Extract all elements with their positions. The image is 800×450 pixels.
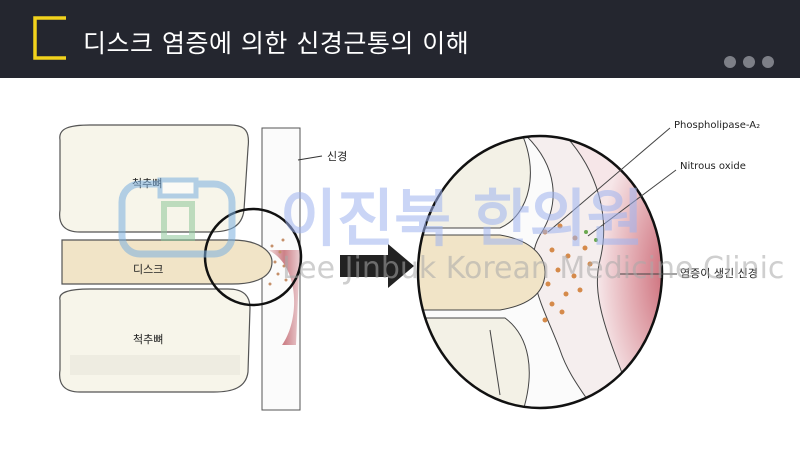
disc-inflammation-diagram: 신경 척추뼈 디스크 척추뼈 — [59, 120, 784, 411]
label-nerve: 신경 — [327, 150, 347, 163]
clinic-watermark: 이진북 한의원 Lee Jinbuk Korean Medicine Clini… — [118, 177, 784, 286]
label-vertebra-bottom: 척추뼈 — [133, 333, 163, 346]
magnified-circle — [416, 134, 664, 410]
watermark-korean: 이진북 한의원 — [280, 182, 644, 255]
watermark-english: Lee Jinbuk Korean Medicine Clinic — [282, 251, 784, 286]
title-bracket-icon — [33, 16, 66, 60]
spine-illustration — [59, 124, 323, 411]
clinic-logo-icon — [118, 177, 236, 258]
label-disc: 디스크 — [133, 263, 163, 276]
header-bar: 디스크 염증에 의한 신경근통의 이해 — [0, 0, 800, 78]
more-options-icon[interactable] — [724, 56, 784, 68]
page-title: 디스크 염증에 의한 신경근통의 이해 — [83, 29, 470, 58]
label-phospholipase: Phospholipase-A₂ — [674, 120, 760, 131]
label-nitrous-oxide: Nitrous oxide — [680, 161, 746, 172]
right-arrow-icon — [340, 244, 414, 288]
disc-shape — [61, 239, 273, 285]
label-inflamed-nerve: 염증이 생긴 신경 — [680, 267, 758, 280]
